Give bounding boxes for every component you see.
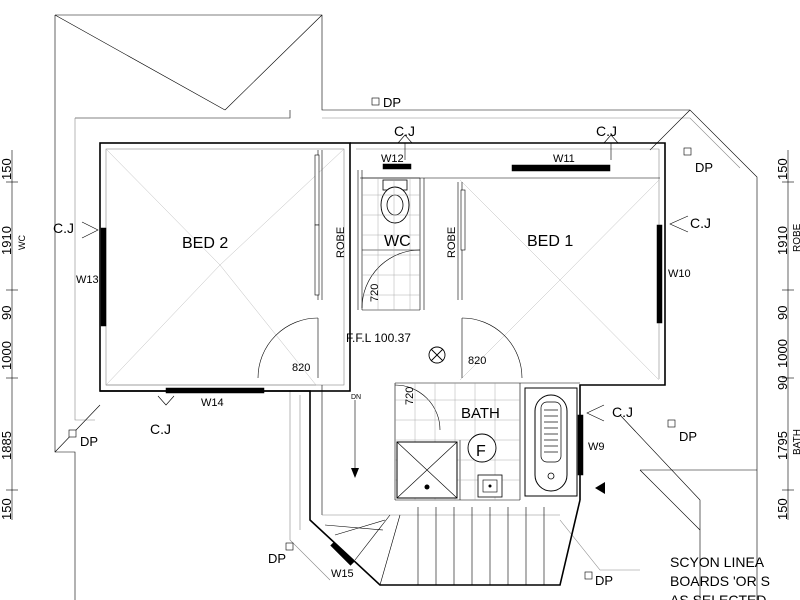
door-width-720-bath: 720 (404, 387, 416, 405)
roof-outline (54, 14, 758, 600)
cj-label-top-right: C.J (596, 123, 617, 139)
window-w13 (100, 227, 107, 327)
dp-label-right-top: DP (695, 160, 713, 175)
dp-label-left-bottom: DP (80, 434, 98, 449)
floor-waste-label: F (476, 443, 486, 460)
dim-right-150-bottom: 150 (775, 498, 790, 520)
dim-left-1885: 1885 (0, 431, 14, 460)
window-label-w10: W10 (668, 268, 691, 280)
dim-right-90b: 90 (775, 376, 790, 390)
room-label-wc: WC (384, 233, 411, 250)
dimension-lines (6, 150, 794, 520)
dim-left-1000: 1000 (0, 341, 14, 370)
room-label-bath: BATH (461, 405, 500, 422)
robe-doors (314, 154, 466, 296)
shower-icon (396, 441, 458, 499)
window-w14 (165, 387, 265, 394)
window-label-w9: W9 (588, 441, 605, 453)
dp-label-bottom-right: DP (595, 573, 613, 588)
window-label-w13: W13 (76, 274, 99, 286)
window-w12 (382, 163, 412, 170)
note-line-2: BOARDS 'OR S (670, 573, 770, 589)
cj-label-right: C.J (690, 215, 711, 231)
dp-label-right-bottom: DP (679, 429, 697, 444)
door-width-820-left: 820 (292, 362, 310, 374)
room-label-bed2: BED 2 (182, 235, 228, 252)
window-label-w11: W11 (553, 153, 575, 165)
dim-left-150-top: 150 (0, 158, 14, 180)
stair-down-label: DN (351, 394, 361, 401)
windows (100, 163, 663, 566)
robe-label-left: ROBE (335, 227, 347, 258)
downpipe-markers (68, 97, 692, 580)
wc-floor-tiles (362, 178, 420, 310)
dp-label-top: DP (383, 95, 401, 110)
bed1-ceiling-lines (459, 179, 660, 381)
basin-icon (477, 474, 503, 498)
dim-right-1795: 1795 (775, 431, 790, 460)
dim-right-1000: 1000 (775, 339, 790, 368)
dim-right-90a: 90 (775, 306, 790, 320)
toilet-icon (380, 179, 410, 224)
ffl-label: F.F.L 100.37 (346, 331, 411, 345)
note-line-3: AS SELECTED (670, 592, 766, 600)
window-w9 (577, 414, 584, 476)
dim-left-90: 90 (0, 306, 14, 320)
dp-label-bottom-left: DP (268, 551, 286, 566)
robe-label-right: ROBE (446, 227, 458, 258)
dim-right-150-top: 150 (775, 158, 790, 180)
window-w11 (511, 164, 611, 172)
cj-label-left: C.J (53, 220, 74, 236)
dim-left-150-bottom: 150 (0, 498, 14, 520)
note-line-1: SCYON LINEA (670, 554, 765, 570)
ffl-marker-icon (428, 346, 446, 364)
control-joint-markers (81, 134, 689, 422)
window-w10 (656, 224, 663, 324)
window-w15 (330, 541, 355, 566)
cj-label-bottom-left: C.J (150, 421, 171, 437)
door-swings (257, 249, 523, 431)
cj-label-bath: C.J (612, 404, 633, 420)
dim-right-bath: BATH (792, 429, 800, 455)
door-width-820-right: 820 (468, 355, 486, 367)
bathtub-icon (524, 387, 578, 497)
dim-left-wc: WC (17, 235, 27, 250)
dim-right-robe: ROBE (792, 223, 800, 252)
dim-left-1910: 1910 (0, 226, 14, 255)
floor-waste-icon (467, 433, 497, 463)
staircase (321, 385, 560, 586)
window-label-w12: W12 (381, 153, 404, 165)
bed2-ceiling-lines (105, 148, 345, 386)
entry-arrow-icon (595, 482, 605, 494)
dim-right-1910: 1910 (775, 226, 790, 255)
door-width-720-wc: 720 (369, 284, 381, 302)
window-label-w14: W14 (201, 397, 224, 409)
cj-label-top-left: C.J (394, 123, 415, 139)
room-label-bed1: BED 1 (527, 233, 573, 250)
window-label-w15: W15 (331, 568, 354, 580)
